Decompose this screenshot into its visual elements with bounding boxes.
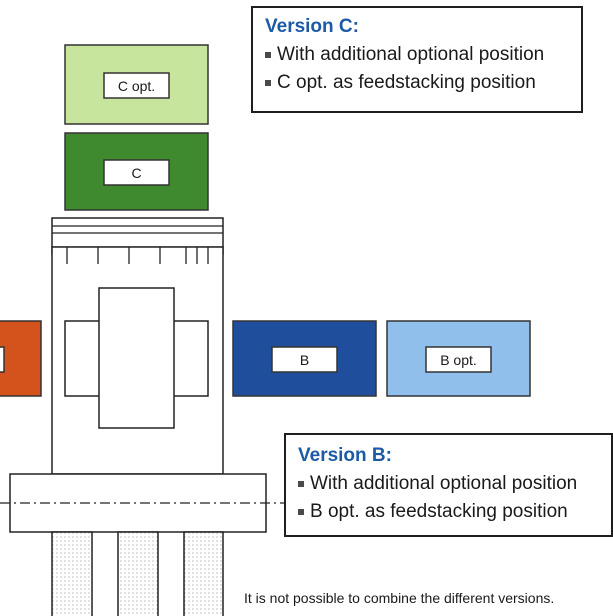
version-c-item-text: C opt. as feedstacking position xyxy=(277,72,536,93)
bullet-icon xyxy=(298,481,304,487)
bullet-icon xyxy=(298,509,304,515)
label-b-opt: B opt. xyxy=(440,352,477,368)
machine-legs xyxy=(51,531,224,616)
version-b-item: With additional optional position xyxy=(298,470,611,498)
version-c-list: With additional optional position C opt.… xyxy=(265,41,581,97)
version-c-item: C opt. as feedstacking position xyxy=(265,69,581,97)
label-c-opt: C opt. xyxy=(118,78,155,94)
version-b-callout: Version B: With additional optional posi… xyxy=(284,433,613,537)
footnote: It is not possible to combine the differ… xyxy=(244,590,555,606)
version-b-item-text: With additional optional position xyxy=(310,473,578,494)
version-c-title: Version C: xyxy=(265,16,359,37)
label-box-c xyxy=(103,159,170,186)
label-b: B xyxy=(300,352,309,368)
bullet-icon xyxy=(265,80,271,86)
label-box-c-opt xyxy=(103,72,170,99)
label-box-b-opt xyxy=(425,346,492,373)
version-c-item: With additional optional position xyxy=(265,41,581,69)
central-gripper xyxy=(64,287,209,429)
version-b-item-text: B opt. as feedstacking position xyxy=(310,501,568,522)
version-b-list: With additional optional position B opt.… xyxy=(298,470,611,526)
label-box-b xyxy=(271,346,338,373)
version-b-item: B opt. as feedstacking position xyxy=(298,498,611,526)
version-c-item-text: With additional optional position xyxy=(277,44,545,65)
position-left-orange xyxy=(0,320,42,397)
bullet-icon xyxy=(265,52,271,58)
label-box-left xyxy=(0,346,5,373)
version-c-callout: Version C: With additional optional posi… xyxy=(251,6,583,113)
version-b-title: Version B: xyxy=(298,445,392,466)
label-c: C xyxy=(131,165,141,181)
